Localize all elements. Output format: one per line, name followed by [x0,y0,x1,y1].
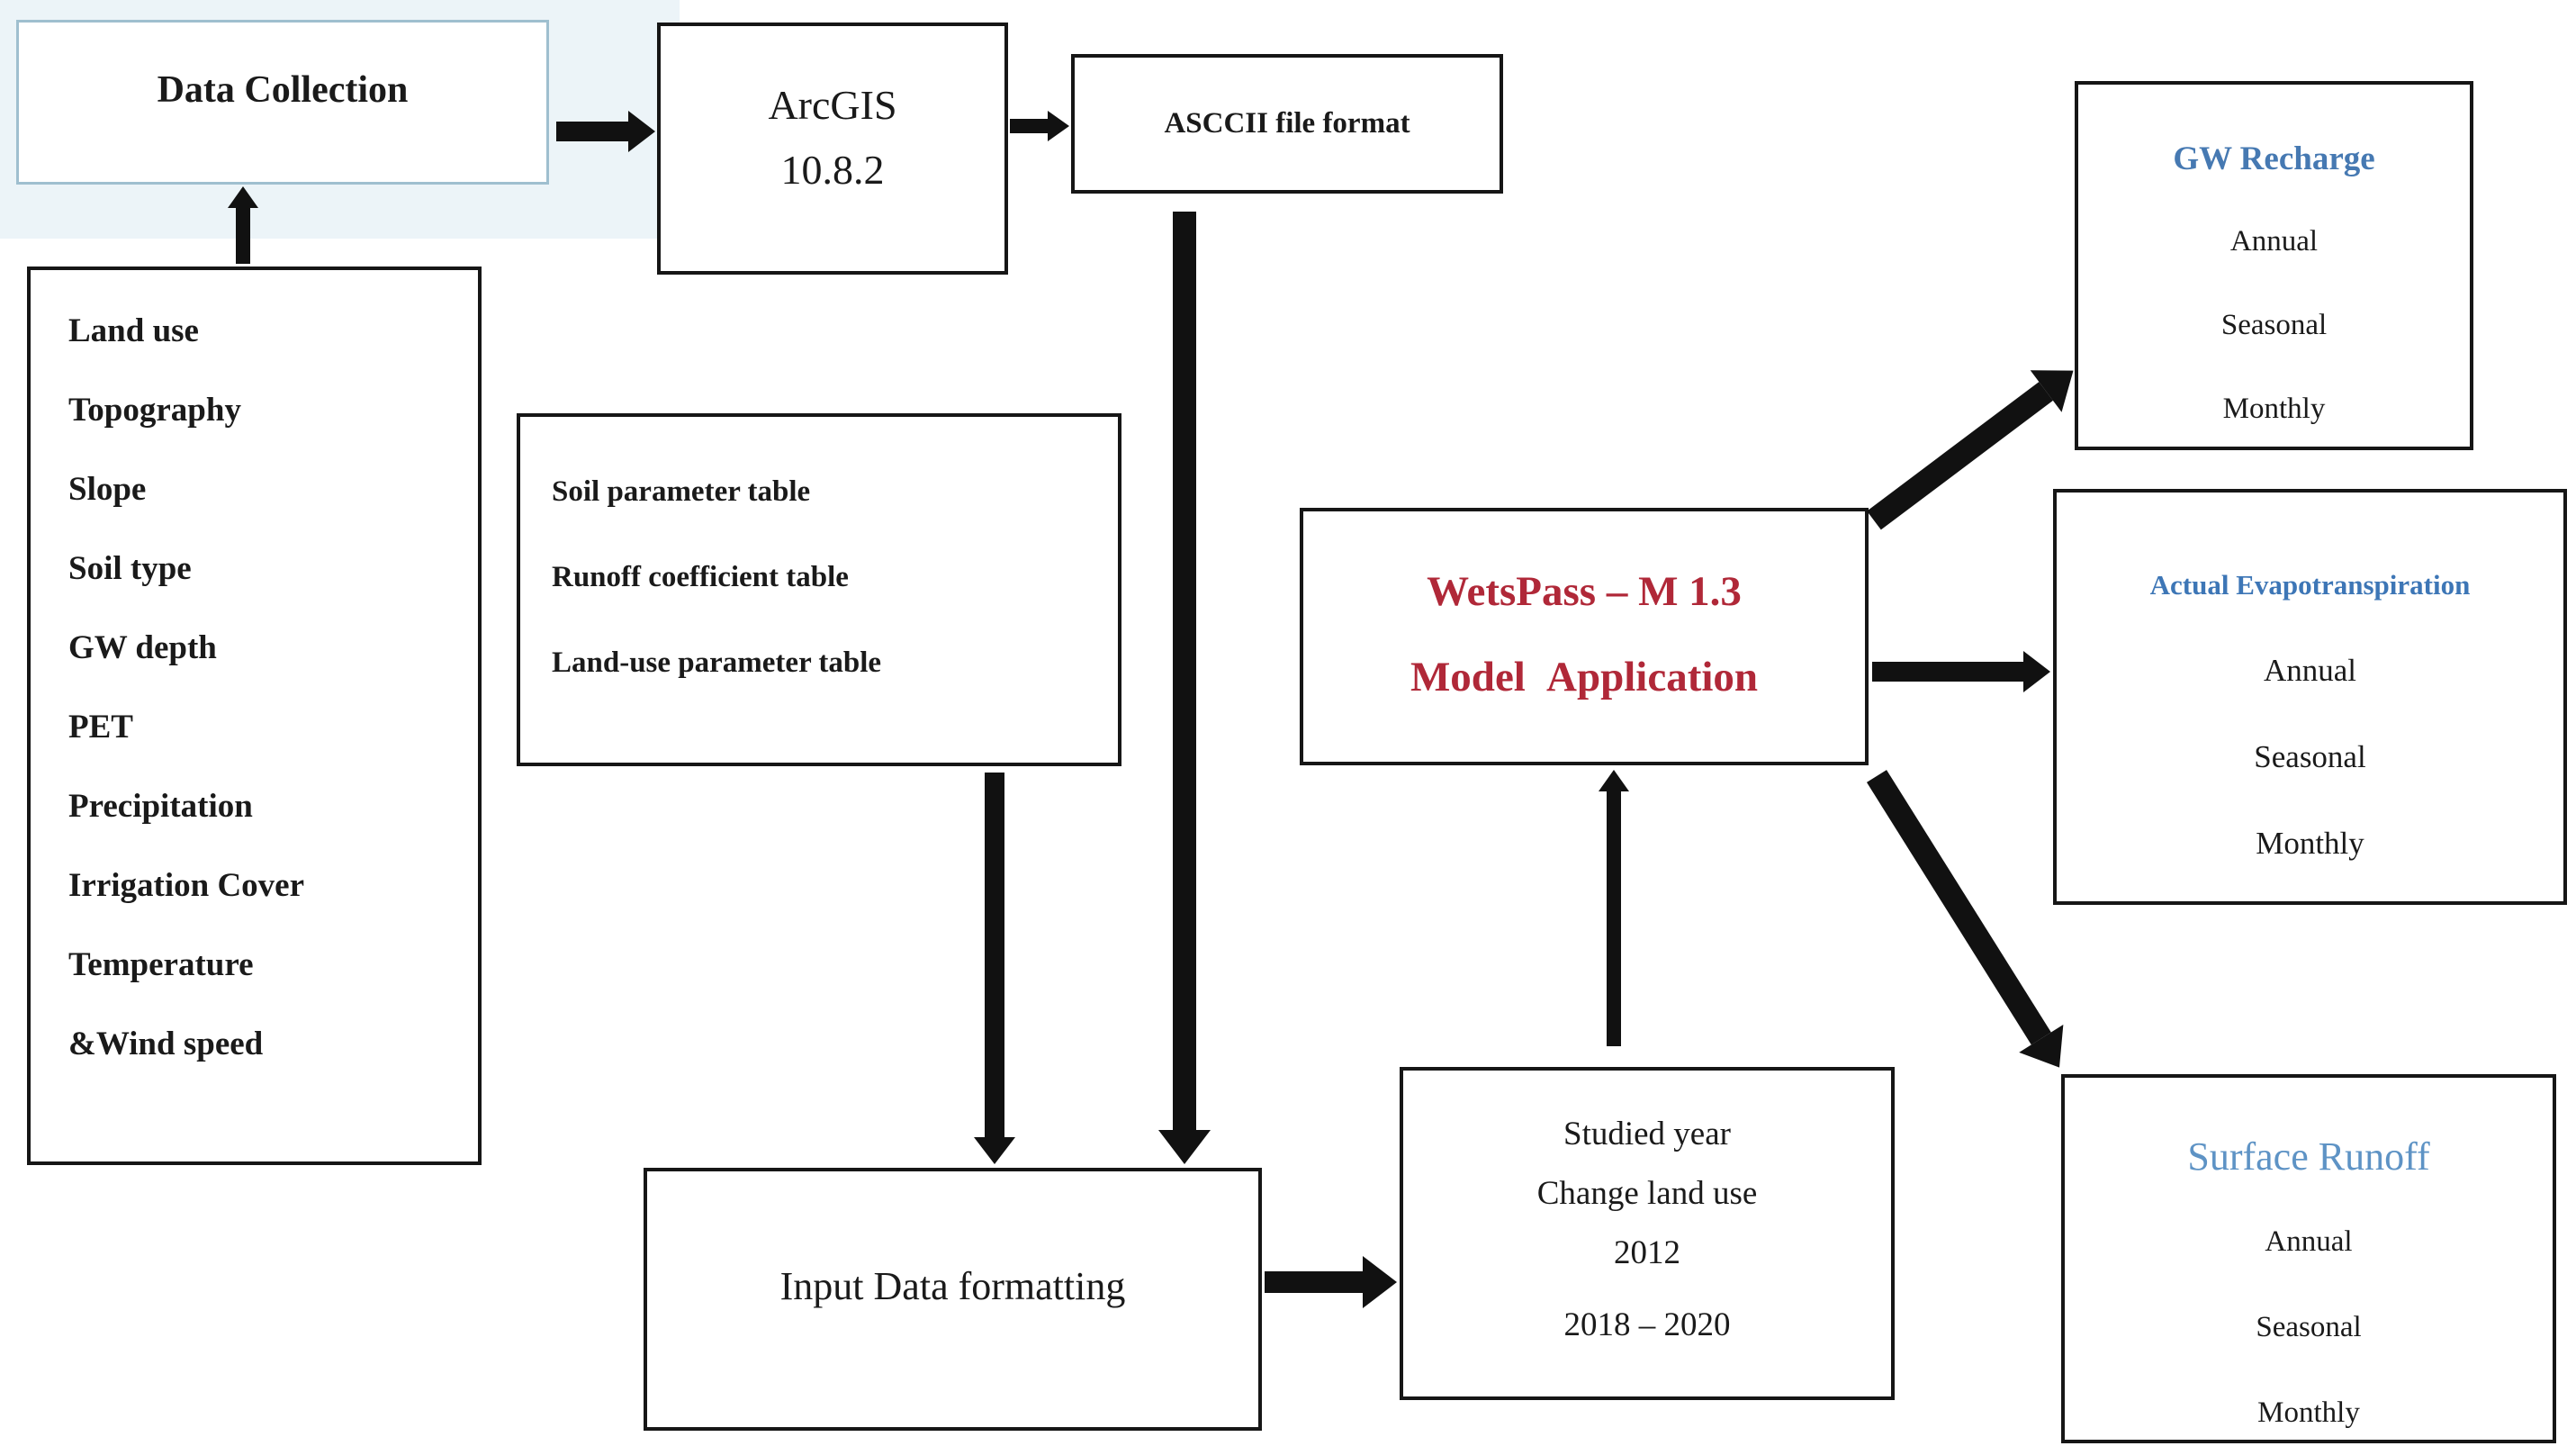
change-land-use-line: Change land use [1536,1175,1758,1212]
arrow-input-formatting-to-studied-year [1265,1271,1363,1293]
aet-annual: Annual [2263,653,2357,688]
data-collection-box: Data Collection [16,20,549,185]
gw-recharge-monthly: Monthly [2222,393,2326,425]
asccii-file-format-box: ASCCII file format [1071,54,1503,194]
gw-recharge-annual: Annual [2229,225,2319,258]
wetspass-model-box: WetsPass – M 1.3 Model Application [1300,508,1869,765]
surface-runoff-title: Surface Runoff [2187,1134,2430,1179]
arcgis-box: ArcGIS 10.8.2 [657,23,1008,275]
input-item-gw-depth: GW depth [68,629,217,666]
input-item-irrigation-cover: Irrigation Cover [68,867,305,904]
input-item-wind-speed: &Wind speed [68,1026,264,1062]
arrow-arcgis-to-asccii [1010,119,1048,133]
studied-year-box: Studied year Change land use 2012 2018 –… [1400,1067,1895,1400]
wetspass-title: WetsPass – M 1.3 [1427,568,1742,615]
surface-runoff-box: Surface Runoff Annual Seasonal Monthly [2061,1074,2556,1443]
runoff-annual: Annual [2265,1225,2353,1258]
input-data-formatting-label: Input Data formatting [779,1264,1126,1308]
input-item-topography: Topography [68,392,241,429]
data-collection-label: Data Collection [157,68,409,111]
year-2012-line: 2012 [1614,1234,1680,1271]
param-soil-table: Soil parameter table [552,475,811,508]
arrow-studied-year-to-wetspass [1607,791,1621,1046]
input-item-precipitation: Precipitation [68,788,253,825]
arrow-parameter-tables-to-input-formatting [985,773,1004,1137]
arrow-asccii-to-input-formatting [1173,212,1196,1130]
actual-evapotranspiration-box: Actual Evapotranspiration Annual Seasona… [2053,489,2567,905]
input-item-temperature: Temperature [68,946,254,983]
wetspass-subtitle: Model Application [1410,654,1759,700]
arcgis-name: ArcGIS [768,82,897,128]
input-item-pet: PET [68,709,133,746]
arcgis-version: 10.8.2 [780,147,885,193]
param-runoff-table: Runoff coefficient table [552,561,849,593]
runoff-monthly: Monthly [2257,1396,2360,1429]
gw-recharge-title: GW Recharge [2173,140,2375,177]
gw-recharge-box: GW Recharge Annual Seasonal Monthly [2075,81,2473,450]
studied-year-line: Studied year [1563,1116,1731,1152]
input-item-land-use: Land use [68,312,199,349]
runoff-seasonal: Seasonal [2256,1311,2362,1343]
arrow-data-collection-to-arcgis [556,122,628,141]
actual-evapotranspiration-title: Actual Evapotranspiration [2149,569,2471,601]
asccii-label: ASCCII file format [1164,107,1410,140]
gw-recharge-seasonal: Seasonal [2220,309,2328,341]
param-landuse-table: Land-use parameter table [552,646,882,679]
arrow-wetspass-to-actual-evapotranspiration [1872,662,2023,682]
aet-monthly: Monthly [2256,826,2364,861]
input-data-formatting-box: Input Data formatting [644,1168,1262,1431]
arrow-wetspass-to-surface-runoff [1866,770,2051,1045]
arrow-wetspass-to-gw-recharge [1867,382,2053,530]
input-item-soil-type: Soil type [68,550,192,587]
aet-seasonal: Seasonal [2254,739,2366,774]
parameter-tables-box: Soil parameter table Runoff coefficient … [517,413,1121,766]
year-range-line: 2018 – 2020 [1563,1306,1731,1343]
arrow-list-to-data-collection [236,208,250,264]
input-item-slope: Slope [68,471,147,508]
collected-data-list-box: Land use Topography Slope Soil type GW d… [27,267,482,1165]
